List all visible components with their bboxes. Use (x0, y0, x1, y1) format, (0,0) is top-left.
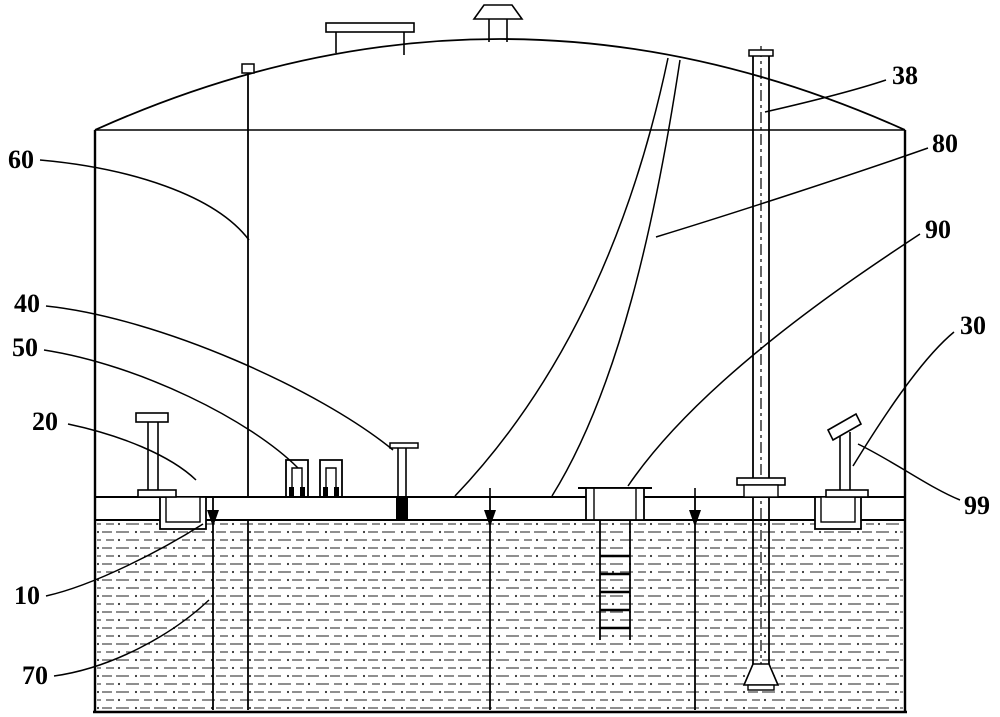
bracket-2-inner (325, 467, 337, 497)
deck-rim-box-right-inner (820, 496, 856, 523)
t-post-cap (389, 442, 419, 449)
label-30: 30 (960, 311, 986, 340)
label-70: 70 (22, 661, 48, 690)
leader-90 (627, 233, 921, 487)
dome-roof (94, 38, 906, 131)
leader-38 (764, 79, 887, 113)
hose-curve-2 (551, 59, 681, 497)
guide-pole-top-cap (748, 49, 774, 57)
roof-manhole-cover (325, 22, 415, 33)
label-40: 40 (14, 289, 40, 318)
slant-top-bar (826, 412, 863, 442)
flexible-hose (454, 57, 681, 497)
label-80: 80 (932, 129, 958, 158)
reference-numerals: 60 40 50 20 10 70 38 80 90 30 99 (8, 61, 990, 690)
guide-pole-base-plate (747, 684, 775, 691)
support-leg-2-arrow (484, 510, 496, 527)
leader-99 (857, 443, 961, 501)
t-post-fitting (389, 442, 419, 519)
slant-base-flange (825, 489, 869, 498)
label-50: 50 (12, 333, 38, 362)
label-10: 10 (14, 581, 40, 610)
bracket-2-outer (319, 459, 343, 497)
deck-rim-box-left-inner (165, 496, 201, 523)
deck-well-ladder (578, 487, 652, 640)
leader-10 (45, 523, 204, 597)
gauge-pole (241, 63, 255, 710)
leader-lines (39, 79, 961, 677)
leader-70 (53, 599, 210, 677)
gauge-pole-cap (241, 63, 255, 74)
label-60: 60 (8, 145, 34, 174)
left-elbow-fitting (135, 412, 177, 498)
leader-20 (67, 423, 197, 481)
hose-curve-1 (454, 57, 669, 497)
deck-support-legs (207, 497, 701, 710)
well-outer (585, 487, 645, 521)
right-slant-fitting (825, 412, 869, 498)
bracket-1-foot-right (300, 487, 305, 497)
bracket-2-foot-left (323, 487, 328, 497)
guide-pole-assembly (736, 46, 786, 691)
leader-60 (39, 159, 250, 241)
label-99: 99 (964, 491, 990, 520)
label-38: 38 (892, 61, 918, 90)
support-leg-1-arrow (207, 510, 219, 527)
roof-vent-cap (472, 4, 524, 20)
tank-shell (93, 38, 907, 714)
guide-brackets (285, 459, 343, 497)
guide-pole-deck-sleeve (743, 484, 779, 498)
label-90: 90 (925, 215, 951, 244)
support-leg-3-arrow (689, 510, 701, 527)
leader-30 (852, 331, 955, 467)
stored-liquid (97, 521, 903, 710)
label-20: 20 (32, 407, 58, 436)
guide-pole-bell (742, 663, 780, 686)
elbow-top-bar (135, 412, 169, 423)
t-post-base (396, 497, 408, 519)
elbow-base-flange (137, 489, 177, 498)
guide-pole-deck-collar (736, 477, 786, 486)
bracket-2-foot-right (334, 487, 339, 497)
leader-40 (45, 305, 394, 451)
bracket-1-foot-left (289, 487, 294, 497)
leader-80 (655, 147, 929, 238)
bracket-1-outer (285, 459, 309, 497)
leader-50 (43, 349, 299, 469)
roof-fittings (325, 4, 524, 55)
